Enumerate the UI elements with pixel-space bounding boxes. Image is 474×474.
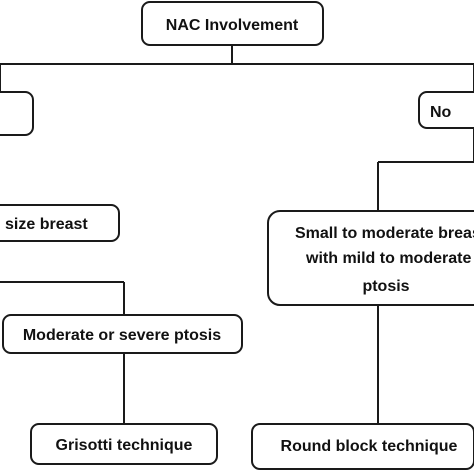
- node-right-size-box: [267, 210, 474, 306]
- node-root-box: [141, 1, 324, 46]
- node-round-block: Round block technique: [251, 423, 474, 470]
- node-ptosis-label: Moderate or severe ptosis: [23, 327, 221, 344]
- node-left-size-box: [0, 204, 120, 242]
- node-left-size-label: size breast: [5, 216, 88, 233]
- node-left-branch: [0, 91, 34, 136]
- node-root-label: NAC Involvement: [166, 17, 299, 34]
- node-ptosis: Moderate or severe ptosis: [2, 314, 243, 354]
- node-right-size: Small to moderate breast with mild to mo…: [267, 210, 474, 306]
- node-grisotti: Grisotti technique: [30, 423, 218, 465]
- node-right-size-line-1: Small to moderate breast: [295, 225, 474, 242]
- node-right-branch-box: [418, 91, 474, 129]
- node-left-branch-box: [0, 91, 34, 136]
- node-left-size: size breast: [0, 204, 120, 242]
- node-round-block-label: Round block technique: [281, 438, 458, 455]
- node-right-branch-label: No: [430, 104, 452, 121]
- node-root: NAC Involvement: [141, 1, 324, 46]
- node-grisotti-label: Grisotti technique: [56, 437, 193, 454]
- node-right-size-line-2: with mild to moderate: [305, 250, 471, 267]
- node-ptosis-box: [2, 314, 243, 354]
- node-right-size-line-3: ptosis: [362, 278, 409, 295]
- node-round-block-box: [251, 423, 474, 470]
- node-right-branch: No: [418, 91, 474, 129]
- node-grisotti-box: [30, 423, 218, 465]
- connectors: [0, 45, 474, 424]
